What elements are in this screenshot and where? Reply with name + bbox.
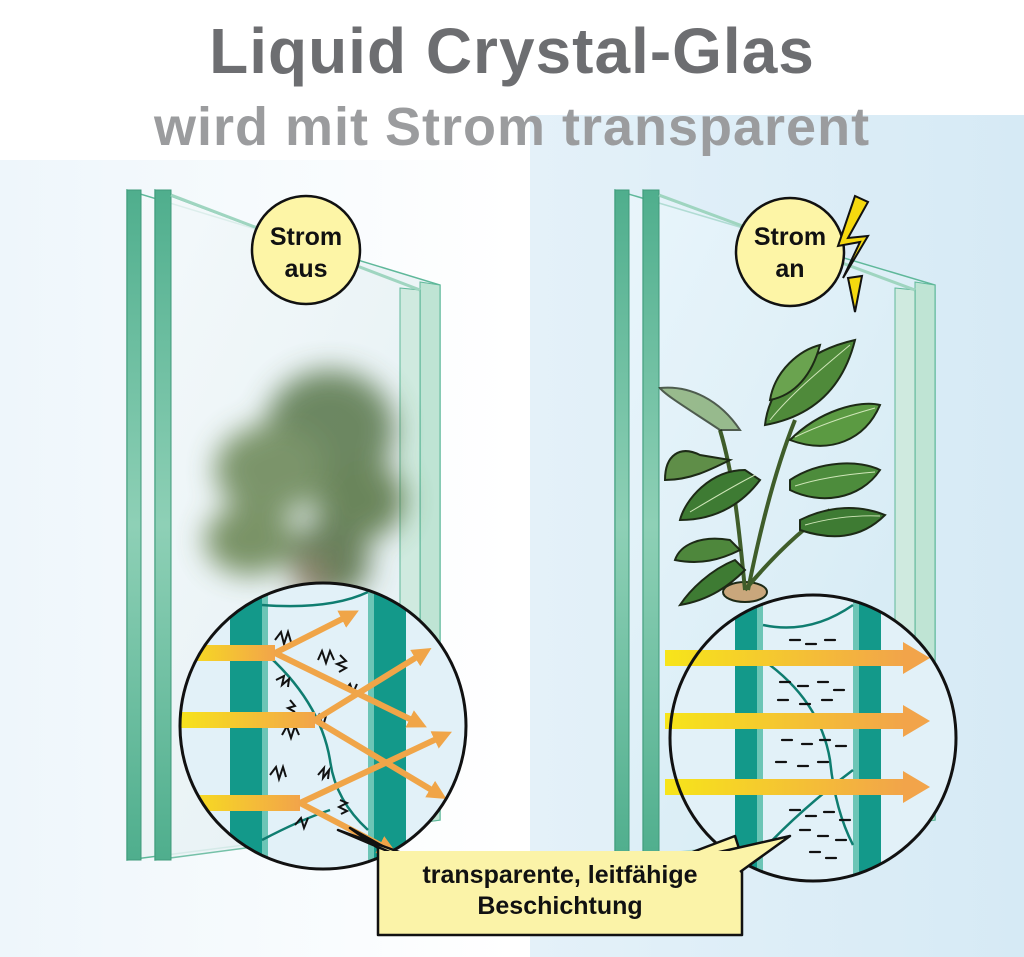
crystal-particles-random <box>269 628 358 832</box>
light-rays-straight <box>665 642 930 803</box>
crystal-particles-aligned <box>774 638 852 860</box>
callout-line-2: Beschichtung <box>477 892 643 920</box>
badge-label-line2: aus <box>284 255 327 283</box>
callout-line-1: transparente, leitfähige <box>422 861 698 889</box>
title-line-1: Liquid Crystal-Glas <box>209 15 815 87</box>
left-magnifier <box>178 581 468 871</box>
right-magnifier <box>665 593 958 883</box>
badge-label-line1: Strom <box>754 223 826 251</box>
light-rays-scattered <box>180 645 315 811</box>
lightning-icon <box>836 194 870 313</box>
strom-aus-badge: Strom aus <box>250 194 362 306</box>
plant-illustration <box>658 338 887 607</box>
title-line-2: wird mit Strom transparent <box>153 97 871 157</box>
badge-label-line1: Strom <box>270 223 342 251</box>
strom-an-badge: Strom an <box>734 196 846 308</box>
coating-callout <box>336 826 792 937</box>
blurred-plant <box>205 370 405 600</box>
badge-label-line2: an <box>775 255 804 283</box>
callout-label: transparente, leitfähige Beschichtung <box>380 860 740 922</box>
